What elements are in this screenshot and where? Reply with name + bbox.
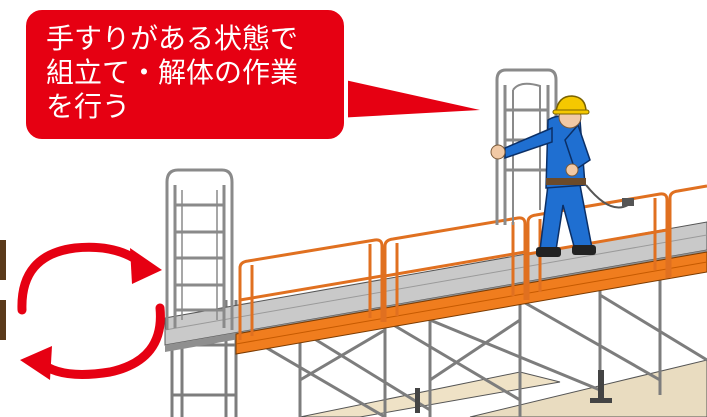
edge-fragment — [0, 240, 6, 280]
cycle-arrowheads — [20, 248, 162, 380]
callout-text: 手すりがある状態で 組立て・解体の作業 を行う — [46, 22, 299, 123]
edge-fragment — [0, 300, 6, 340]
toe-board — [235, 251, 707, 355]
handrails — [238, 184, 707, 340]
callout-bubble — [22, 6, 480, 143]
jack-bases — [415, 370, 612, 413]
left-ladder-frame — [165, 168, 234, 330]
worker-illustration — [490, 95, 634, 257]
cycle-arrows-icon — [17, 242, 165, 379]
